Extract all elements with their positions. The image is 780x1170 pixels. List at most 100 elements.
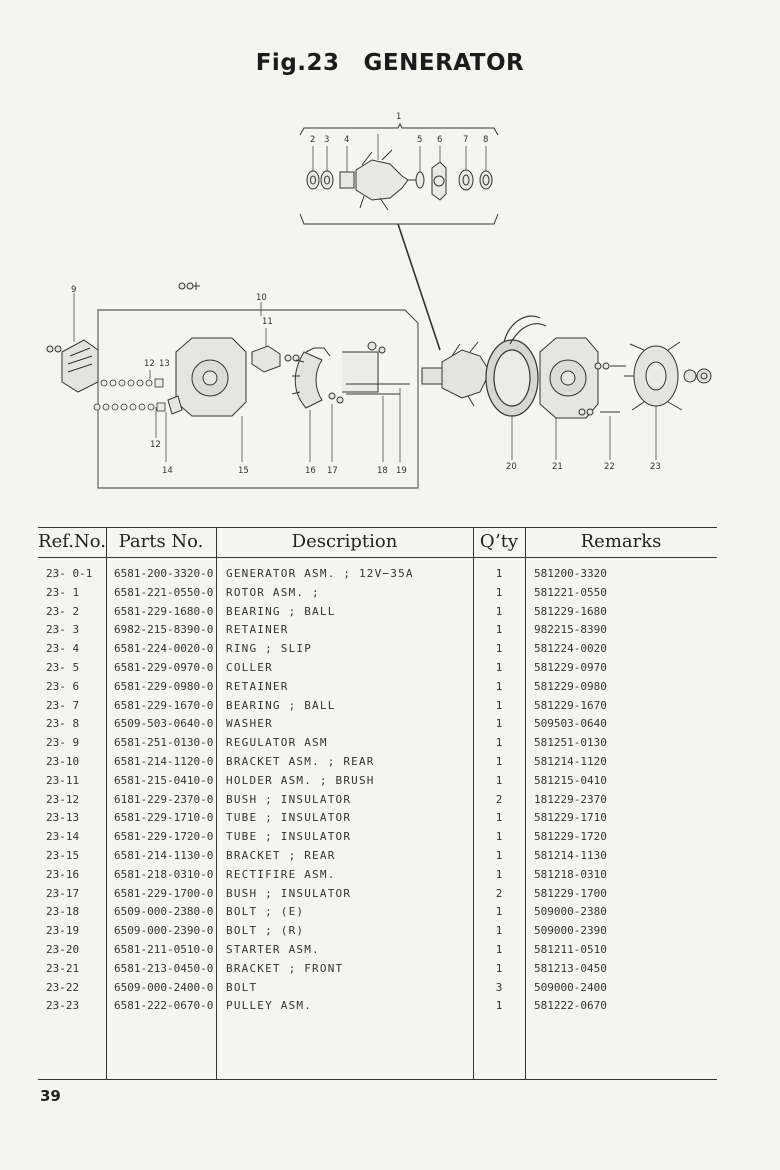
quantity-cell: 1 — [495, 754, 503, 768]
remarks-cell: 509000-2400 — [534, 980, 607, 994]
ref-number-cell: 23- 5 — [46, 660, 80, 674]
part-number-cell: 6581-214-1130-0 — [114, 848, 214, 862]
description-cell: BOLT ; (R) — [226, 924, 305, 938]
remarks-cell: 509503-0640 — [534, 717, 607, 731]
ref-number-cell: 23-19 — [46, 924, 80, 938]
quantity-cell: 1 — [495, 830, 503, 844]
part-number-cell: 6581-200-3320-0 — [114, 567, 214, 580]
description-cell: BUSH ; INSULATOR — [226, 792, 352, 806]
part-number-cell: 6982-215-8390-0 — [114, 623, 214, 637]
description-cell: BRACKET ; REAR — [226, 848, 336, 862]
description-cell: PULLEY ASM. — [226, 999, 313, 1013]
callout-17: 17 — [327, 466, 338, 476]
callout-2: 2 — [310, 135, 315, 145]
quantity-cell: 1 — [495, 867, 503, 881]
callout-1: 1 — [396, 112, 401, 122]
description-cell: BEARING ; BALL — [226, 604, 336, 618]
col-header-remarks: Remarks — [580, 531, 662, 552]
quantity-cell: 1 — [495, 773, 503, 787]
quantity-cell: 2 — [495, 792, 503, 806]
parts-table: Ref.No. Parts No. Description Q’ty Remar… — [38, 527, 717, 1080]
description-cell: BUSH ; INSULATOR — [226, 886, 352, 900]
callout-23: 23 — [650, 462, 661, 472]
quantity-cell: 1 — [495, 924, 503, 938]
callout-13: 13 — [159, 359, 170, 369]
ref-number-cell: 23-16 — [46, 867, 80, 881]
ref-number-cell: 23- 6 — [46, 679, 80, 693]
ref-number-cell: 23-20 — [46, 942, 80, 956]
remarks-cell: 509000-2380 — [534, 905, 607, 919]
callout-9: 9 — [71, 285, 76, 295]
remarks-cell: 581221-0550 — [534, 585, 607, 599]
part-number-cell: 6509-000-2380-0 — [114, 905, 214, 919]
description-cell: REGULATOR ASM — [226, 736, 328, 750]
part-number-cell: 6581-222-0670-0 — [114, 999, 214, 1013]
remarks-cell: 982215-8390 — [534, 623, 607, 637]
part-number-cell: 6581-229-1670-0 — [114, 698, 214, 712]
table-header-rule — [38, 557, 717, 558]
quantity-cell: 1 — [495, 698, 503, 712]
description-cell: BOLT — [226, 980, 258, 994]
remarks-cell: 581215-0410 — [534, 773, 607, 787]
callout-3: 3 — [324, 135, 329, 145]
description-cell: RETAINER — [226, 623, 289, 637]
callout-6: 6 — [437, 135, 442, 145]
description-cell: WASHER — [226, 717, 273, 731]
part-number-cell: 6581-218-0310-0 — [114, 867, 214, 881]
part-number-cell: 6581-229-1700-0 — [114, 886, 214, 900]
ref-number-cell: 23- 1 — [46, 585, 80, 599]
col-header-ref: Ref.No. — [38, 531, 106, 552]
callout-12b: 12 — [150, 440, 161, 450]
quantity-cell: 1 — [495, 585, 503, 599]
ref-number-cell: 23-12 — [46, 792, 80, 806]
description-cell: BRACKET ASM. ; REAR — [226, 754, 375, 768]
part-number-cell: 6581-251-0130-0 — [114, 736, 214, 750]
ref-number-cell: 23- 4 — [46, 642, 80, 656]
ref-number-cell: 23-21 — [46, 961, 80, 975]
column-divider — [525, 527, 526, 1080]
ref-number-cell: 23-10 — [46, 754, 80, 768]
ref-number-cell: 23- 8 — [46, 717, 80, 731]
remarks-cell: 581218-0310 — [534, 867, 607, 881]
callout-16: 16 — [305, 466, 316, 476]
callout-14: 14 — [162, 466, 173, 476]
remarks-cell: 581229-1710 — [534, 811, 607, 825]
remarks-cell: 581214-1130 — [534, 848, 607, 862]
quantity-cell: 1 — [495, 660, 503, 674]
exploded-parts-diagram: 1 2 3 4 5 6 7 8 9 10 11 12 13 12 14 15 1… — [46, 112, 712, 489]
callout-7: 7 — [463, 135, 468, 145]
callout-19: 19 — [396, 466, 407, 476]
description-cell: BOLT ; (E) — [226, 905, 305, 919]
quantity-cell: 1 — [495, 905, 503, 919]
description-cell: STARTER ASM. — [226, 942, 320, 956]
description-cell: COLLER — [226, 660, 273, 674]
col-header-description: Description — [291, 531, 398, 552]
quantity-cell: 1 — [495, 567, 503, 580]
callout-22: 22 — [604, 462, 615, 472]
quantity-cell: 1 — [495, 961, 503, 975]
callout-5: 5 — [417, 135, 422, 145]
remarks-cell: 581224-0020 — [534, 642, 607, 656]
remarks-cell: 581229-1670 — [534, 698, 607, 712]
quantity-cell: 1 — [495, 604, 503, 618]
ref-number-cell: 23- 2 — [46, 604, 80, 618]
callout-11: 11 — [262, 317, 273, 327]
description-cell: BRACKET ; FRONT — [226, 961, 344, 975]
column-divider — [473, 527, 474, 1080]
